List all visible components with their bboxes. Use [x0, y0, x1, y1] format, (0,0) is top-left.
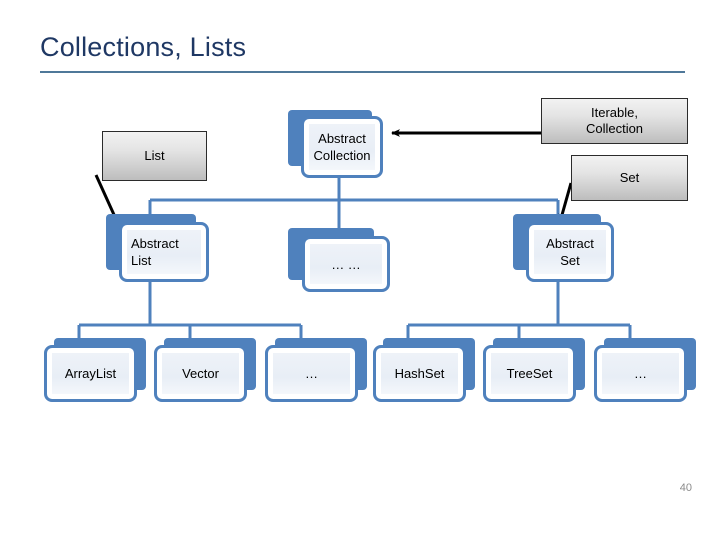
node-abstract-set-line1: Abstract	[546, 236, 594, 251]
edge-iterable-to-abstractcollection	[391, 101, 545, 137]
node-list-ellipsis-body: …	[273, 353, 350, 394]
node-list[interactable]: List	[102, 131, 207, 181]
node-iterable-line1: Iterable,	[591, 105, 638, 120]
node-treeset[interactable]: TreeSet	[483, 338, 587, 402]
node-iterable-line2: Collection	[585, 121, 644, 136]
edge-abstractlist-to-leaves	[77, 278, 303, 345]
node-treeset-card: TreeSet	[483, 345, 576, 402]
node-abstract-set-line2: Set	[560, 253, 580, 268]
node-iterable-collection[interactable]: Iterable, Collection	[541, 98, 688, 144]
node-abstract-set-card: Abstract Set	[526, 222, 614, 282]
node-middle-ellipsis[interactable]: … …	[288, 228, 390, 292]
title-divider	[40, 71, 685, 73]
node-set-label: Set	[619, 170, 640, 185]
node-abstract-list-line2: List	[131, 253, 152, 268]
node-vector[interactable]: Vector	[154, 338, 258, 402]
node-abstract-list-body: Abstract List	[127, 230, 201, 274]
node-set[interactable]: Set	[571, 155, 688, 201]
node-vector-card: Vector	[154, 345, 247, 402]
node-set-ellipsis[interactable]: …	[594, 338, 698, 402]
page-title: Collections, Lists	[40, 32, 247, 62]
node-list-ellipsis[interactable]: …	[265, 338, 369, 402]
node-arraylist-body: ArrayList	[52, 353, 129, 394]
node-arraylist[interactable]: ArrayList	[44, 338, 148, 402]
node-abstract-collection[interactable]: Abstract Collection	[288, 110, 388, 178]
node-abstract-collection-line1: Abstract	[318, 131, 366, 146]
node-abstract-list[interactable]: Abstract List	[106, 214, 212, 282]
node-middle-ellipsis-body: … …	[310, 244, 382, 284]
page-number: 40	[679, 482, 692, 494]
node-abstract-list-card: Abstract List	[119, 222, 209, 282]
node-list-ellipsis-card: …	[265, 345, 358, 402]
node-set-ellipsis-card: …	[594, 345, 687, 402]
node-abstract-set-body: Abstract Set	[534, 230, 606, 274]
node-set-ellipsis-body: …	[602, 353, 679, 394]
node-abstract-list-line1: Abstract	[131, 236, 179, 251]
node-vector-body: Vector	[162, 353, 239, 394]
node-hashset-body: HashSet	[381, 353, 458, 394]
node-treeset-body: TreeSet	[491, 353, 568, 394]
node-abstract-collection-card: Abstract Collection	[301, 116, 383, 178]
node-hashset-card: HashSet	[373, 345, 466, 402]
node-middle-ellipsis-card: … …	[302, 236, 390, 292]
edge-abstractset-to-leaves	[406, 278, 632, 345]
node-abstract-collection-line2: Collection	[313, 148, 371, 163]
node-abstract-collection-body: Abstract Collection	[309, 124, 375, 170]
node-list-label: List	[144, 148, 165, 163]
node-arraylist-card: ArrayList	[44, 345, 137, 402]
node-abstract-set[interactable]: Abstract Set	[513, 214, 617, 282]
node-hashset[interactable]: HashSet	[373, 338, 477, 402]
